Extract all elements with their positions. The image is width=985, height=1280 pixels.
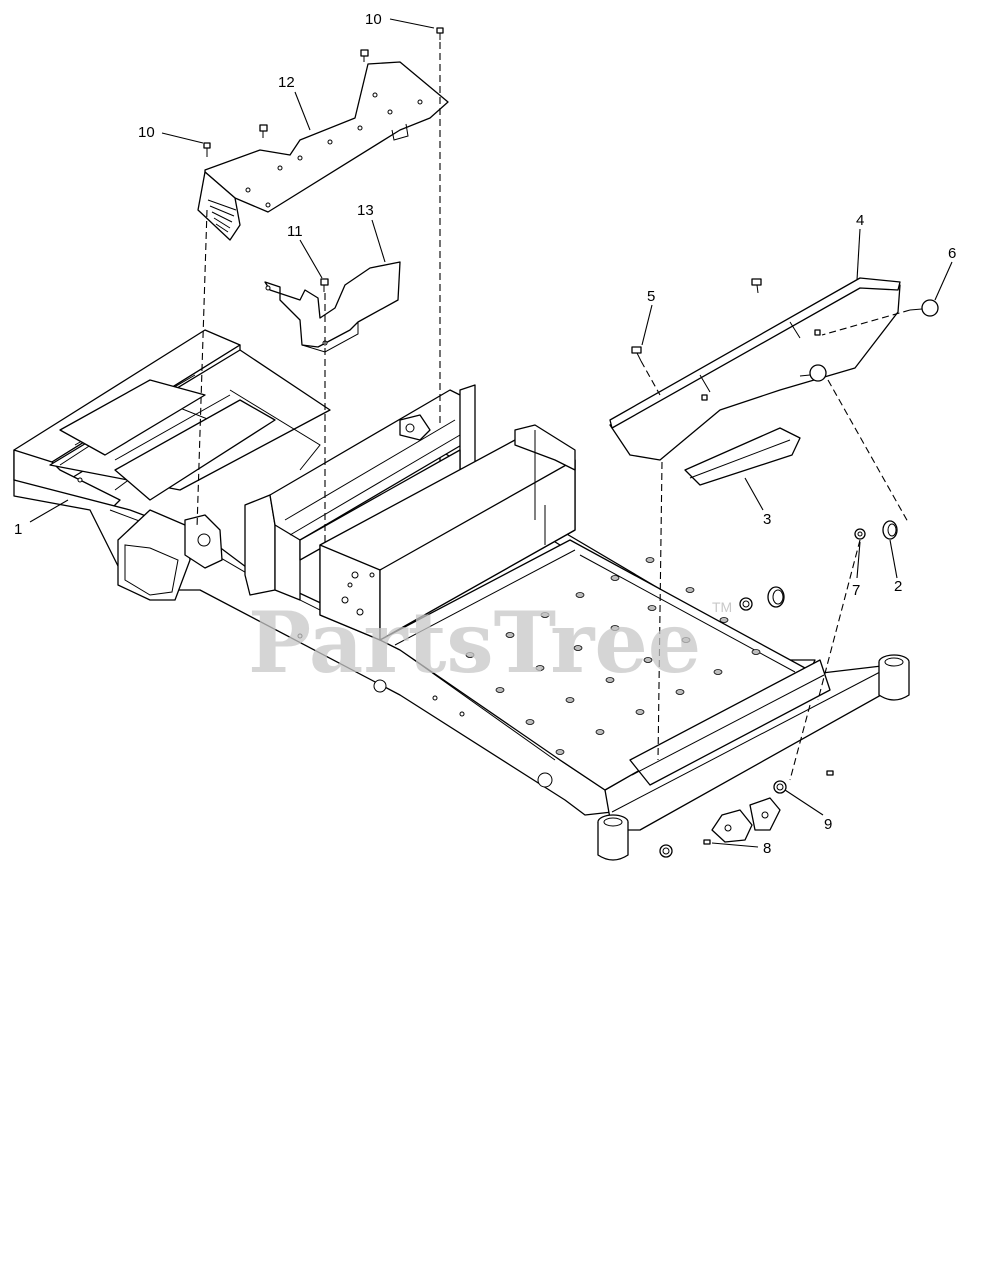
callout-3: 3 xyxy=(763,511,771,528)
watermark-text: PartsTree xyxy=(248,593,701,692)
bolt-10-left xyxy=(203,142,211,157)
callout-4: 4 xyxy=(856,212,864,229)
part-7-nut xyxy=(854,528,866,540)
floor-hole xyxy=(713,669,723,675)
part-9-nut xyxy=(773,780,787,794)
part-6-knob xyxy=(909,299,939,317)
part-13-bracket xyxy=(264,261,401,353)
callout-11: 11 xyxy=(287,223,303,240)
floor-hole xyxy=(525,719,535,725)
callout-8: 8 xyxy=(763,840,771,857)
callout-6: 6 xyxy=(948,245,956,262)
floor-hole xyxy=(645,557,655,563)
leader-lines xyxy=(29,18,953,848)
floor-hole xyxy=(719,617,729,623)
part-5-bolt xyxy=(631,346,642,362)
part-5-bolt-alt xyxy=(751,278,762,294)
floor-hole xyxy=(540,612,550,618)
part-6-knob-lower xyxy=(799,364,827,382)
floor-hole xyxy=(675,689,685,695)
small-parts xyxy=(631,278,939,858)
callout-10-top: 10 xyxy=(365,11,382,28)
part-2-bushing-lower xyxy=(767,586,785,608)
part-4-front-cover xyxy=(609,277,901,461)
callout-9: 9 xyxy=(824,816,832,833)
floor-hole xyxy=(495,687,505,693)
floor-hole xyxy=(647,605,657,611)
floor-hole xyxy=(751,649,761,655)
floor-hole xyxy=(643,657,653,663)
callout-13: 13 xyxy=(357,202,374,219)
floor-hole xyxy=(681,637,691,643)
deck-floor-holes xyxy=(465,557,761,755)
callout-5: 5 xyxy=(647,288,655,305)
alignment-lines xyxy=(196,42,911,781)
bolt-10-right xyxy=(436,27,444,40)
part-3-shield xyxy=(684,427,801,486)
part-8-pin xyxy=(703,839,711,845)
floor-hole xyxy=(575,592,585,598)
floor-hole xyxy=(610,575,620,581)
callouts: 10 12 10 11 13 1 4 6 5 3 7 2 9 8 xyxy=(14,11,956,857)
floor-hole xyxy=(565,697,575,703)
bolt-top-1 xyxy=(360,49,369,62)
floor-hole xyxy=(605,677,615,683)
watermark: PartsTree TM xyxy=(248,593,732,692)
floor-hole xyxy=(595,729,605,735)
part-12-control-bracket xyxy=(197,61,449,241)
callout-1: 1 xyxy=(14,521,22,538)
fasteners-upper xyxy=(203,27,444,292)
floor-hole xyxy=(573,645,583,651)
part-1-main-frame xyxy=(13,329,910,861)
part-2-bushing xyxy=(882,520,898,540)
part-9-nut-lower xyxy=(659,844,673,858)
callout-2: 2 xyxy=(894,578,902,595)
callout-12: 12 xyxy=(278,74,295,91)
floor-hole xyxy=(555,749,565,755)
floor-hole xyxy=(610,625,620,631)
part-7-nut-lower xyxy=(739,597,753,611)
floor-hole xyxy=(465,652,475,658)
bolt-top-2 xyxy=(259,124,268,138)
callout-10-left: 10 xyxy=(138,124,155,141)
callout-7: 7 xyxy=(852,582,860,599)
part-8-pin-upper xyxy=(826,770,834,776)
floor-hole xyxy=(685,587,695,593)
watermark-trademark: TM xyxy=(712,599,732,615)
floor-hole xyxy=(535,665,545,671)
floor-hole xyxy=(505,632,515,638)
floor-hole xyxy=(635,709,645,715)
bolt-11 xyxy=(320,278,329,292)
